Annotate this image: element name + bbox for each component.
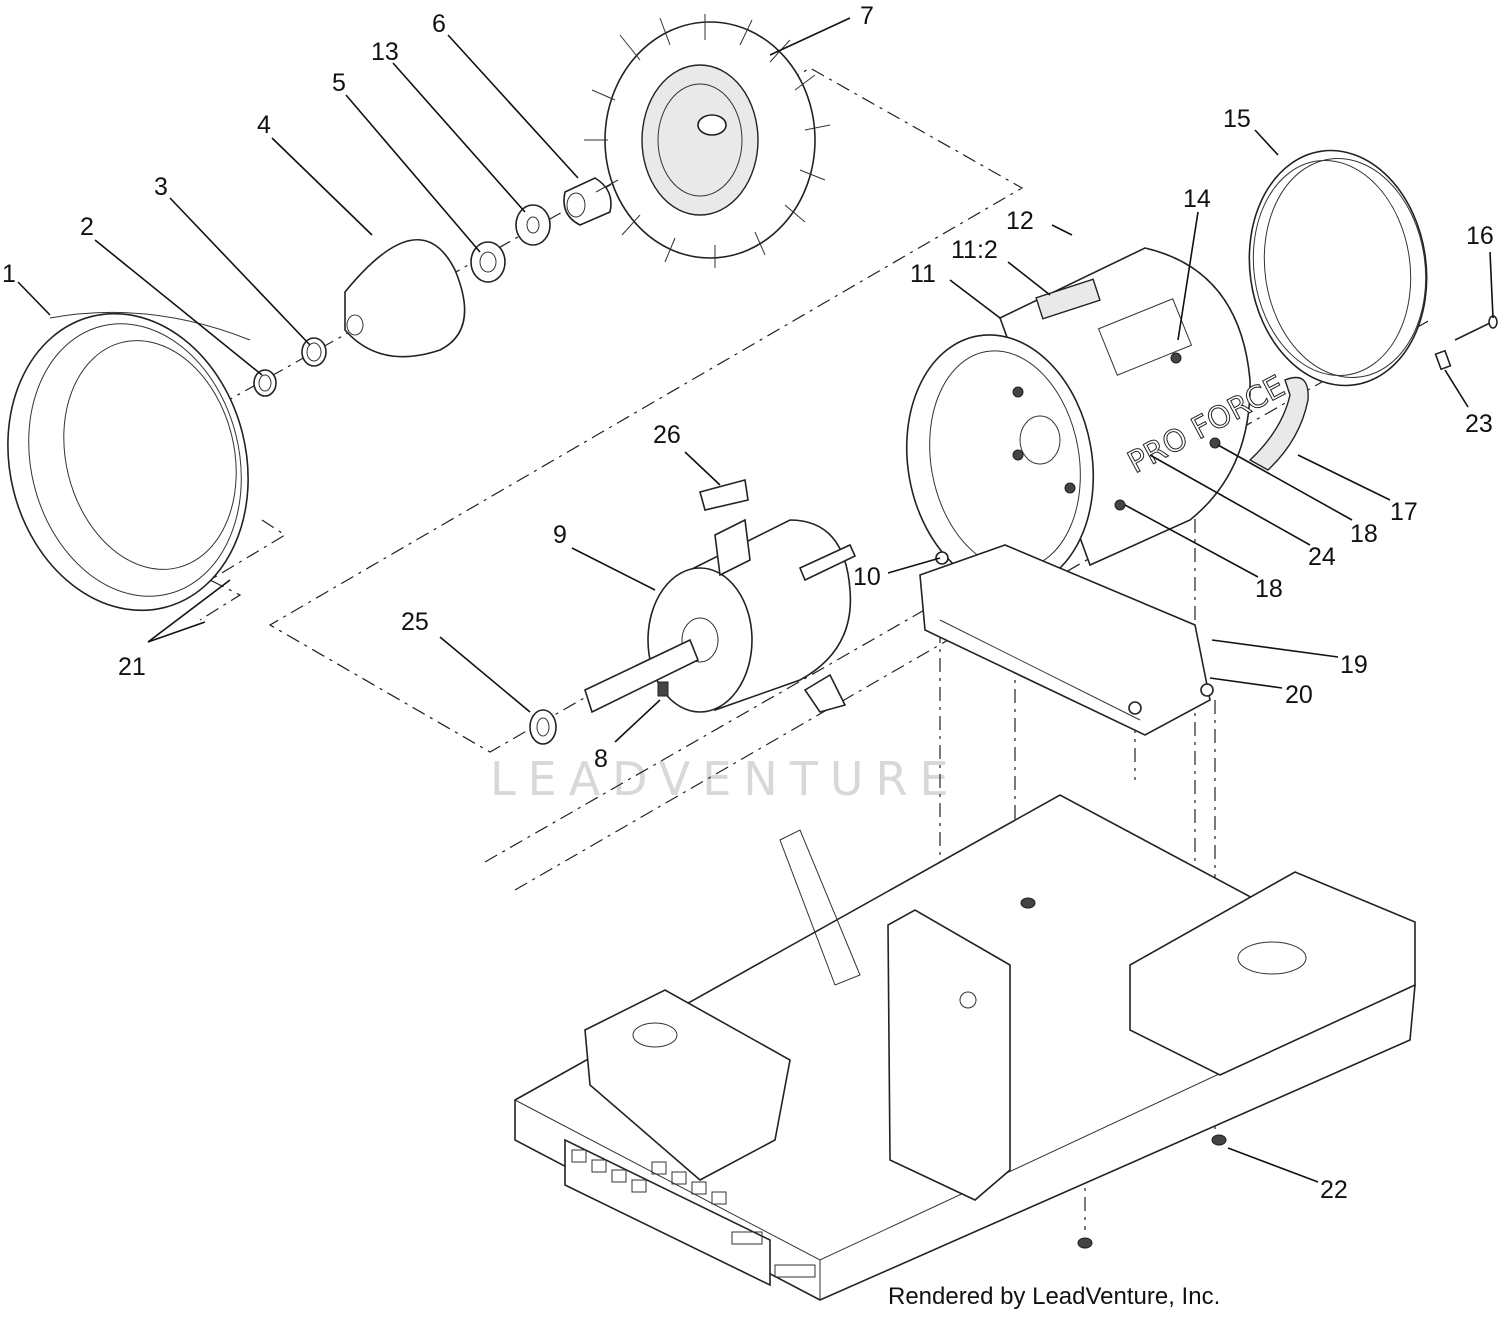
callout-1: 1 (2, 260, 16, 288)
render-credit: Rendered by LeadVenture, Inc. (888, 1283, 1221, 1310)
callout-19: 19 (1340, 651, 1368, 679)
curved-strip (1248, 376, 1309, 471)
machine-frame (514, 794, 1416, 1301)
watermark-text: LEADVENTURE (490, 752, 961, 806)
callout-16: 16 (1466, 222, 1494, 250)
callout-18-upper: 18 (1350, 520, 1378, 548)
retaining-ring-parts (253, 337, 327, 397)
nut-washer-spacer (470, 177, 612, 283)
callout-13: 13 (371, 38, 399, 66)
callout-15: 15 (1223, 105, 1251, 133)
callout-5: 5 (332, 69, 346, 97)
shaft-washer-key (529, 681, 669, 745)
callout-25: 25 (401, 608, 429, 636)
callout-11: 11 (910, 260, 936, 288)
callout-labels: 1 2 3 4 5 13 6 7 12 11:2 11 14 15 16 23 … (2, 2, 1494, 1204)
callout-20: 20 (1285, 681, 1313, 709)
callout-4: 4 (257, 111, 271, 139)
rear-ring (1248, 149, 1428, 387)
callout-9: 9 (553, 521, 567, 549)
callout-7: 7 (860, 2, 874, 30)
motor-assembly (584, 478, 857, 714)
callout-18-lower: 18 (1255, 575, 1283, 603)
callout-12: 12 (1006, 207, 1034, 235)
callout-leader-lines (17, 17, 1494, 1183)
callout-17: 17 (1390, 498, 1418, 526)
impeller-fan (584, 14, 831, 268)
callout-3: 3 (154, 173, 168, 201)
callout-26: 26 (653, 421, 681, 449)
callout-14: 14 (1183, 185, 1211, 213)
spinner-cone (344, 239, 466, 358)
callout-24: 24 (1308, 543, 1336, 571)
mounting-brackets (919, 544, 1214, 736)
callout-11-2: 11:2 (951, 236, 998, 264)
front-cover-ring (7, 311, 251, 612)
callout-8: 8 (594, 745, 608, 773)
callout-21: 21 (118, 653, 146, 681)
callout-10: 10 (853, 563, 881, 591)
rear-bolts (1434, 315, 1498, 371)
callout-2: 2 (80, 213, 94, 241)
blower-housing: PRO FORCE (905, 247, 1291, 590)
callout-6: 6 (432, 10, 446, 38)
callout-23: 23 (1465, 410, 1493, 438)
callout-22: 22 (1320, 1176, 1348, 1204)
